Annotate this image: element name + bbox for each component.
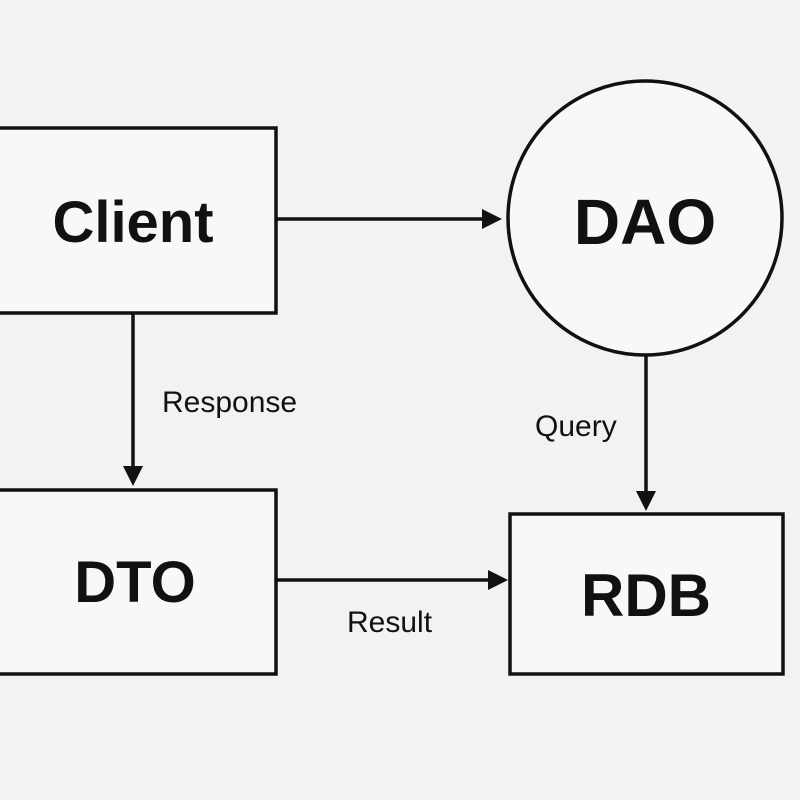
dto-node: DTO [0, 488, 278, 676]
edge-client-to-dto: Response [123, 314, 297, 486]
edge-client-to-dao [277, 209, 502, 229]
client-label: Client [52, 190, 213, 255]
dto-box [0, 488, 278, 676]
edge-dto-to-rdb: Result [277, 570, 508, 639]
client-box [0, 126, 278, 315]
arrowhead-icon [482, 209, 502, 229]
response-label: Response [162, 386, 297, 419]
rdb-label: RDB [581, 562, 711, 629]
dto-label: DTO [74, 550, 195, 615]
rdb-box [508, 512, 785, 676]
dao-label: DAO [574, 186, 716, 258]
query-label: Query [535, 410, 617, 443]
arrowhead-icon [488, 570, 508, 590]
arrowhead-icon [123, 466, 143, 486]
client-node: Client [0, 126, 278, 315]
arrowhead-icon [636, 491, 656, 511]
dao-circle [506, 79, 784, 357]
result-label: Result [347, 606, 433, 639]
rdb-node: RDB [508, 512, 785, 676]
edge-dao-to-rdb: Query [535, 356, 656, 511]
dao-node: DAO [506, 79, 784, 357]
